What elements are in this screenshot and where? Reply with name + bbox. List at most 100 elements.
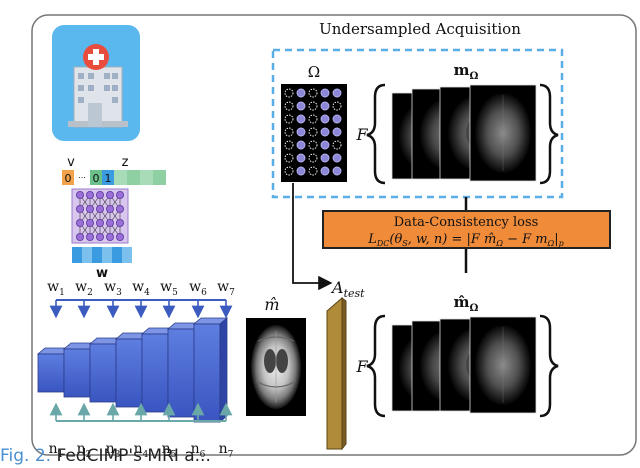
mask-sample-point — [308, 101, 318, 111]
acquisition-dashed-box — [271, 48, 564, 199]
left-brace-top — [366, 83, 386, 185]
m-hat-label: m̂ — [264, 295, 279, 314]
mask-sample-point — [296, 127, 306, 137]
weight-label: w1 — [47, 279, 65, 298]
mask-sample-point — [308, 114, 318, 124]
network-node — [116, 232, 125, 241]
noise-label: n4 — [134, 441, 149, 460]
mask-sample-point — [332, 127, 342, 137]
w-label: w — [96, 266, 108, 281]
right-brace-top — [539, 83, 559, 185]
mask-sample-point — [320, 166, 330, 176]
mask-sample-point — [296, 114, 306, 124]
a-test-label: Atest — [330, 278, 365, 300]
noise-label: n1 — [49, 441, 64, 460]
mask-sample-point — [320, 127, 330, 137]
w-weight-vector — [72, 247, 132, 263]
a-test-operator-bar — [326, 296, 347, 451]
v-one-hot-vector: 0 ... 0 1 — [62, 170, 114, 185]
network-node — [86, 232, 95, 241]
mask-sample-point — [332, 114, 342, 124]
mask-sample-point — [284, 140, 294, 150]
omega-label: Ω — [308, 63, 320, 81]
mask-sample-point — [332, 153, 342, 163]
network-block — [62, 342, 99, 398]
network-block — [140, 327, 177, 413]
network-node — [96, 232, 105, 241]
kspace-mask-icon — [281, 84, 347, 182]
network-node — [96, 204, 105, 213]
noise-label: n7 — [219, 441, 234, 460]
mask-sample-point — [308, 88, 318, 98]
network-node — [106, 204, 115, 213]
right-brace-bottom — [539, 314, 559, 418]
mask-sample-point — [308, 127, 318, 137]
noise-label: n5 — [162, 441, 177, 460]
mask-sample-point — [296, 101, 306, 111]
neural-network-icon — [71, 188, 129, 244]
caption-label: Fig. 2. — [0, 446, 52, 466]
svg-text:0: 0 — [93, 172, 100, 185]
data-consistency-loss-box: Data-Consistency loss LDC(θS, w, n) = |F… — [322, 210, 611, 249]
f-label-bottom: F — [355, 357, 368, 376]
mask-to-atest-arrow — [292, 183, 333, 291]
mask-sample-point — [296, 140, 306, 150]
mask-sample-point — [320, 101, 330, 111]
network-block — [88, 337, 125, 403]
svg-text:...: ... — [78, 171, 86, 180]
mask-sample-point — [284, 101, 294, 111]
network-node — [76, 190, 85, 199]
mask-sample-point — [320, 140, 330, 150]
v-label: v — [67, 155, 75, 170]
mask-sample-point — [332, 101, 342, 111]
noise-label: n2 — [77, 441, 92, 460]
network-block — [166, 322, 203, 418]
mask-sample-point — [284, 88, 294, 98]
network-node — [76, 218, 85, 227]
network-node — [106, 190, 115, 199]
noise-label: n6 — [191, 441, 206, 460]
network-node — [76, 232, 85, 241]
network-node — [76, 204, 85, 213]
figure-caption: Fig. 2. FedCIMP's MRI a... — [0, 446, 640, 468]
mask-sample-point — [332, 88, 342, 98]
svg-text:1: 1 — [105, 172, 112, 185]
network-node — [106, 232, 115, 241]
mri-brain-image — [246, 318, 306, 416]
mask-sample-point — [296, 153, 306, 163]
noise-labels: n1 n2 n3 n4 n5 n6 n7 — [49, 441, 234, 460]
acquisition-title: Undersampled Acquisition — [319, 20, 521, 38]
weight-arrows — [49, 300, 233, 319]
network-node — [96, 218, 105, 227]
mask-sample-point — [320, 153, 330, 163]
noise-arrows — [49, 402, 233, 421]
outer-frame — [31, 14, 637, 456]
z-label: z — [122, 155, 129, 170]
hospital-icon — [52, 25, 140, 141]
mask-sample-point — [284, 127, 294, 137]
loss-formula: LDC(θS, w, n) = |F m̂Ω − F mΩ|p — [367, 232, 564, 248]
mask-sample-point — [308, 153, 318, 163]
loss-title: Data-Consistency loss — [394, 215, 539, 230]
z-latent-vector — [114, 170, 166, 185]
mask-sample-point — [296, 88, 306, 98]
weight-label: w2 — [75, 279, 93, 298]
mask-sample-point — [284, 153, 294, 163]
mri-slice-4b — [469, 316, 537, 414]
noise-label: n3 — [106, 441, 121, 460]
undersampled-mri-stack — [391, 84, 537, 182]
network-node — [96, 190, 105, 199]
network-node — [116, 190, 125, 199]
network-node — [116, 218, 125, 227]
m-omega-label: mΩ — [454, 61, 479, 82]
network-block — [36, 347, 73, 393]
network-node — [86, 218, 95, 227]
network-block — [192, 317, 229, 423]
mask-sample-point — [332, 166, 342, 176]
left-brace-bottom — [366, 314, 386, 418]
mask-sample-point — [296, 166, 306, 176]
network-node — [106, 218, 115, 227]
weight-label: w6 — [189, 279, 207, 298]
mask-sample-point — [320, 114, 330, 124]
